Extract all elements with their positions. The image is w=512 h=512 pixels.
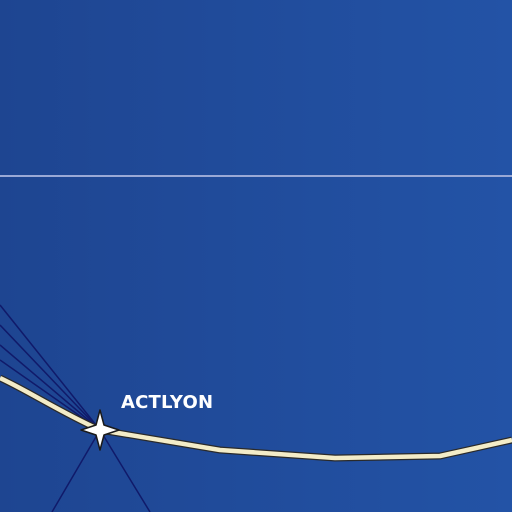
flight-line [51,429,101,512]
flight-line [99,429,151,512]
waypoint-star-icon[interactable] [80,409,120,451]
route-line [0,375,512,461]
waypoint-label: ACTLYON [121,392,214,413]
flight-line [0,304,101,431]
flight-lines [0,304,151,512]
flight-line [0,344,101,431]
flight-line [0,324,101,431]
